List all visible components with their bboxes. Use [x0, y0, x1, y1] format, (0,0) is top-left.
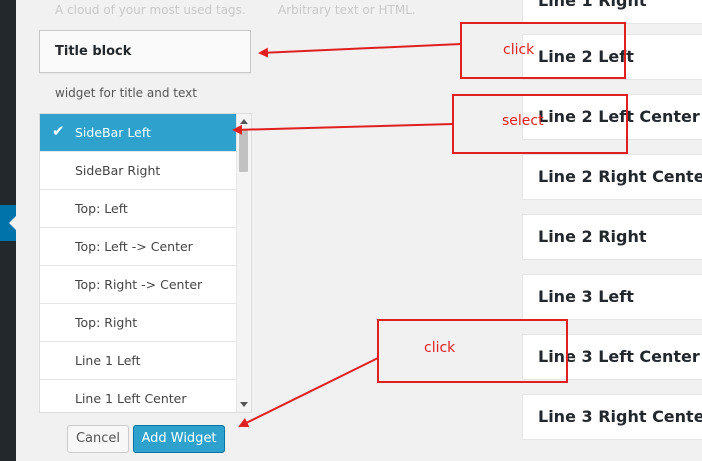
sidebar-option-label: Top: Right	[75, 315, 138, 330]
cancel-button[interactable]: Cancel	[67, 425, 129, 453]
sidebar-option-label: SideBar Left	[75, 125, 151, 140]
active-menu-indicator	[0, 205, 17, 241]
sidebar-option[interactable]: ✔ SideBar Left	[40, 114, 238, 152]
available-widget-desc-left: A cloud of your most used tags.	[55, 3, 246, 17]
widget-title-label: Title block	[55, 44, 132, 59]
widget-area-item[interactable]: Line 1 Right	[522, 0, 702, 24]
widget-area-item[interactable]: Line 2 Left	[522, 34, 702, 80]
sidebar-option[interactable]: Top: Left -> Center	[40, 228, 238, 266]
sidebar-option[interactable]: Top: Left	[40, 190, 238, 228]
sidebar-option-label: Top: Right -> Center	[75, 277, 203, 292]
widget-title-block[interactable]: Title block	[39, 30, 251, 73]
sidebar-option-label: Line 1 Left	[75, 353, 141, 368]
widget-area-item[interactable]: Line 2 Left Center	[522, 94, 702, 140]
list-scrollbar[interactable]	[236, 114, 251, 412]
scroll-up-arrow-icon[interactable]	[240, 119, 248, 124]
available-widget-desc-right: Arbitrary text or HTML.	[278, 3, 416, 17]
widget-area-item[interactable]: Line 3 Left Center	[522, 334, 702, 380]
annotation-label-click-2: click	[424, 340, 456, 356]
widget-area-item[interactable]: Line 3 Right Center	[522, 394, 702, 440]
annotation-arrow-2	[232, 123, 454, 135]
widget-area-item[interactable]: Line 2 Right	[522, 214, 702, 260]
sidebar-option[interactable]: Line 1 Left Center	[40, 380, 238, 412]
annotation-label-click-1: click	[503, 42, 535, 58]
widget-area-item[interactable]: Line 2 Right Center	[522, 154, 702, 200]
sidebar-option-label: SideBar Right	[75, 163, 161, 178]
add-widget-button[interactable]: Add Widget	[133, 425, 225, 453]
widget-area-item[interactable]: Line 3 Left	[522, 274, 702, 320]
annotation-arrow-1	[258, 43, 462, 58]
sidebar-option-label: Top: Left	[75, 201, 128, 216]
sidebar-option[interactable]: Top: Right -> Center	[40, 266, 238, 304]
admin-sidebar	[0, 0, 17, 461]
sidebar-option[interactable]: Top: Right	[40, 304, 238, 342]
annotation-label-select: select	[502, 113, 544, 129]
sidebar-option[interactable]: SideBar Right	[40, 152, 238, 190]
sidebar-option-label: Line 1 Left Center	[75, 391, 187, 406]
sidebar-chooser-list[interactable]: ✔ SideBar Left SideBar Right Top: Left T…	[39, 113, 252, 413]
checkmark-icon: ✔	[52, 122, 65, 140]
annotation-arrow-3	[238, 357, 379, 427]
sidebar-option[interactable]: Line 1 Left	[40, 342, 238, 380]
widget-description: widget for title and text	[55, 86, 197, 100]
scroll-down-arrow-icon[interactable]	[240, 402, 248, 407]
sidebar-option-label: Top: Left -> Center	[75, 239, 193, 254]
scrollbar-thumb[interactable]	[239, 130, 248, 172]
